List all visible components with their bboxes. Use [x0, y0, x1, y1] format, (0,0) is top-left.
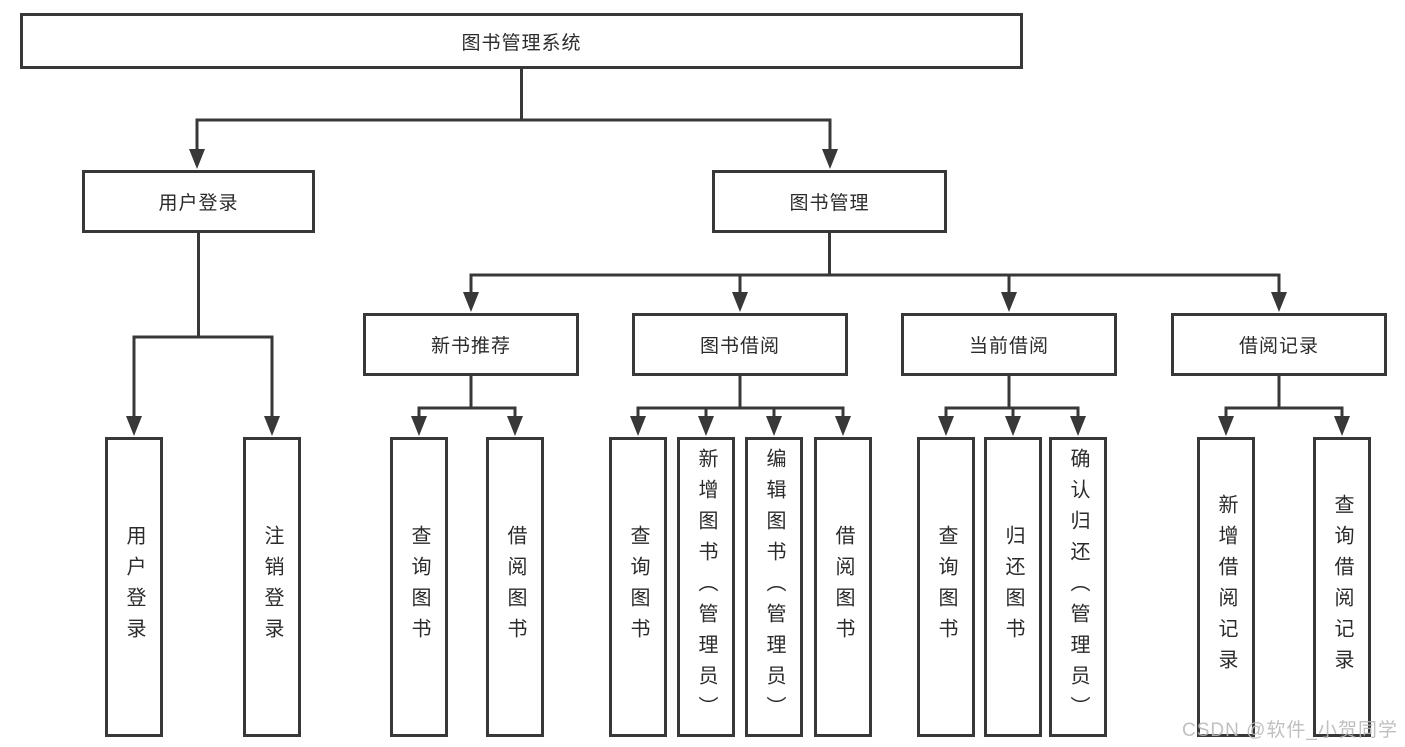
- leaf-user-login: 用户登录: [105, 437, 163, 737]
- leaf-query-books-current: 查询图书: [917, 437, 975, 737]
- node-root-label: 图书管理系统: [461, 32, 582, 54]
- leaf-query-borrow-record: 查询借阅记录: [1313, 437, 1371, 737]
- leaf-query-books-recommend-label: 查询图书: [408, 525, 430, 649]
- leaf-return-books-label: 归还图书: [1002, 525, 1024, 649]
- node-book-borrowing: 图书借阅: [632, 313, 848, 376]
- leaf-user-login-label: 用户登录: [123, 525, 145, 649]
- leaf-borrow-books-recommend: 借阅图书: [486, 437, 544, 737]
- node-borrowing-records-label: 借阅记录: [1238, 336, 1319, 357]
- leaf-query-books-borrowing: 查询图书: [609, 437, 667, 737]
- leaf-edit-books-admin: 编辑图书（管理员）: [745, 437, 803, 737]
- leaf-add-books-admin-label: 新增图书（管理员）: [695, 447, 717, 727]
- leaf-edit-books-admin-label: 编辑图书（管理员）: [763, 447, 785, 727]
- leaf-query-books-recommend: 查询图书: [390, 437, 448, 737]
- leaf-logout-label: 注销登录: [261, 525, 283, 649]
- leaf-borrow-books-borrowing-label: 借阅图书: [832, 525, 854, 649]
- leaf-query-borrow-record-label: 查询借阅记录: [1331, 494, 1353, 680]
- leaf-query-books-current-label: 查询图书: [935, 525, 957, 649]
- leaf-query-books-borrowing-label: 查询图书: [627, 525, 649, 649]
- leaf-confirm-return-admin: 确认归还（管理员）: [1049, 437, 1107, 737]
- leaf-logout: 注销登录: [243, 437, 301, 737]
- leaf-borrow-books-borrowing: 借阅图书: [814, 437, 872, 737]
- node-current-borrowing-label: 当前借阅: [968, 336, 1049, 357]
- leaf-confirm-return-admin-label: 确认归还（管理员）: [1067, 447, 1089, 727]
- node-book-borrowing-label: 图书借阅: [699, 336, 780, 357]
- watermark: CSDN @软件_小贺同学: [1182, 720, 1398, 741]
- node-book-management-label: 图书管理: [789, 193, 870, 214]
- node-book-management: 图书管理: [712, 170, 947, 233]
- node-root: 图书管理系统: [20, 13, 1023, 69]
- arrowheads: [126, 149, 1350, 436]
- leaf-add-books-admin: 新增图书（管理员）: [677, 437, 735, 737]
- node-user-login-label: 用户登录: [158, 193, 239, 214]
- node-user-login: 用户登录: [82, 170, 315, 233]
- leaf-add-borrow-record-label: 新增借阅记录: [1215, 494, 1237, 680]
- leaf-return-books: 归还图书: [984, 437, 1042, 737]
- node-new-book-recommendation: 新书推荐: [363, 313, 579, 376]
- node-current-borrowing: 当前借阅: [901, 313, 1117, 376]
- node-borrowing-records: 借阅记录: [1171, 313, 1387, 376]
- leaf-borrow-books-recommend-label: 借阅图书: [504, 525, 526, 649]
- leaf-add-borrow-record: 新增借阅记录: [1197, 437, 1255, 737]
- node-new-book-recommendation-label: 新书推荐: [430, 336, 511, 357]
